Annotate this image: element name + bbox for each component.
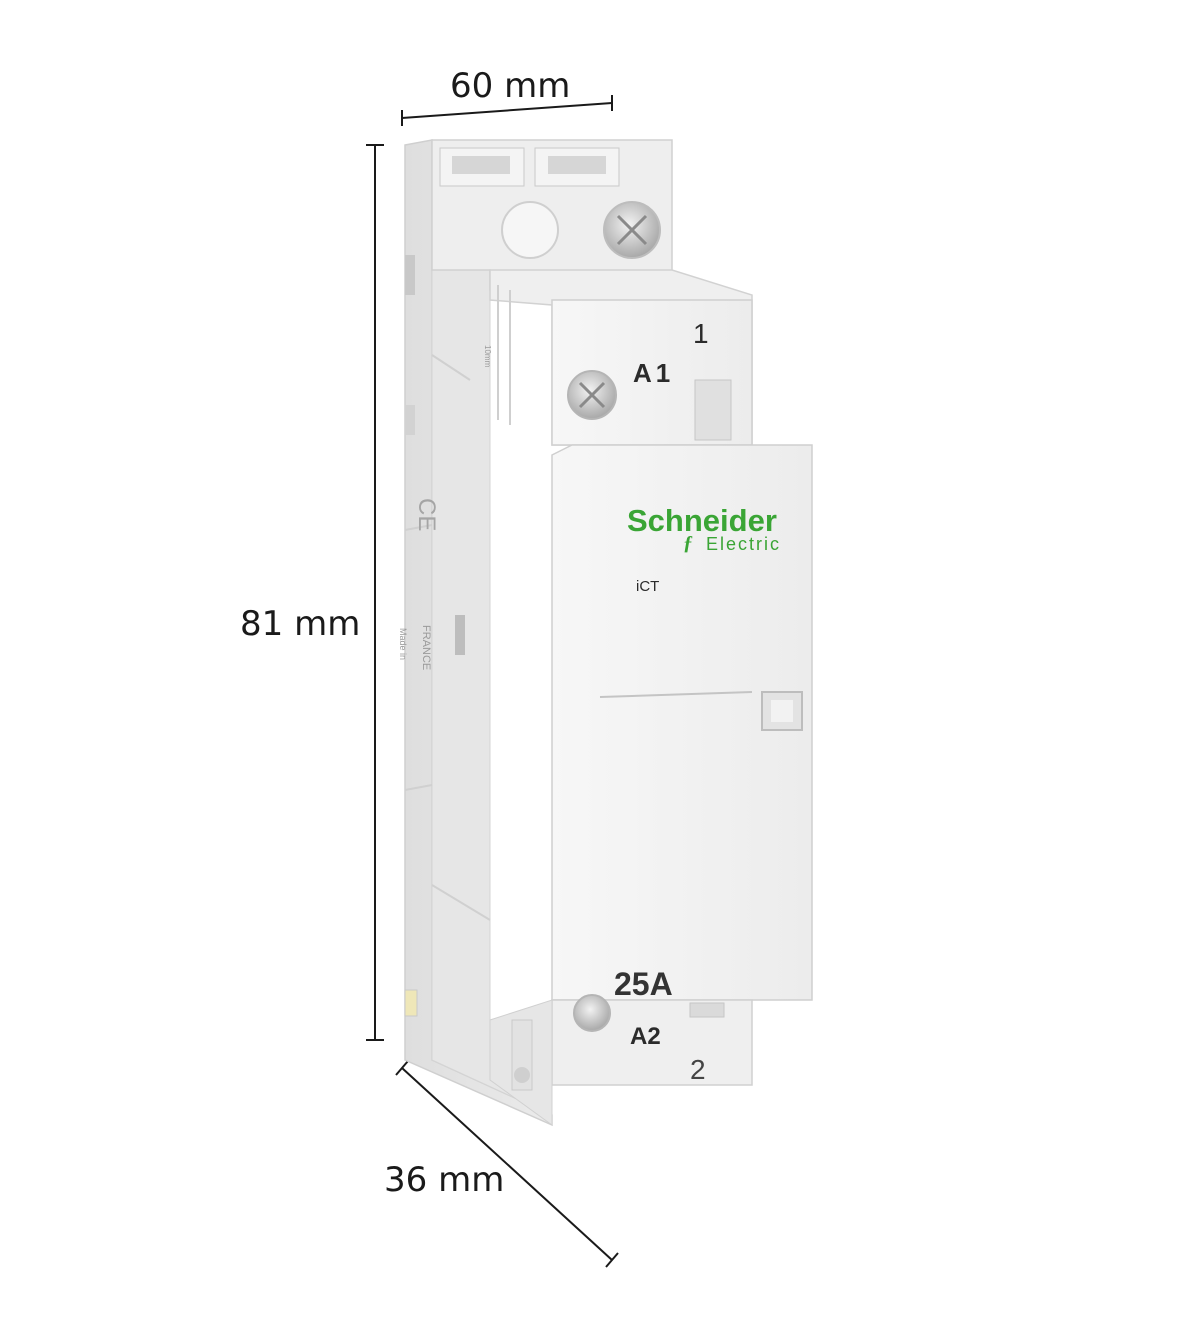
terminal-coil-top-label: A1 (633, 358, 675, 388)
rating-label: 25A (614, 966, 673, 1002)
dimension-depth-line (395, 1060, 619, 1268)
depth-label: 36 mm (384, 1160, 505, 1200)
model-label: iCT (636, 578, 660, 595)
width-label: 60 mm (450, 66, 571, 106)
terminal-coil-bottom-label: A2 (630, 1023, 661, 1050)
terminal-pole-bottom-label: 2 (690, 1054, 706, 1085)
dimension-width-line (401, 95, 613, 126)
top-terminal-block (431, 139, 673, 291)
brand-sub: Electric (706, 534, 782, 554)
terminal-pole-top-label: 1 (693, 318, 709, 349)
dimension-height-line (366, 144, 384, 1041)
side-strip-length-label: 10mm (483, 345, 492, 368)
brand-name: Schneider (627, 503, 777, 538)
height-label: 81 mm (240, 604, 361, 644)
side-made-in-label: Made in (398, 628, 408, 661)
side-country-label: FRANCE (420, 625, 432, 671)
side-ce-label: CE (413, 498, 440, 532)
main-front-face (551, 444, 813, 1001)
bottom-terminal-block (489, 994, 753, 1126)
brand-logo-icon: ƒ (683, 532, 693, 554)
upper-front-section (489, 269, 753, 446)
